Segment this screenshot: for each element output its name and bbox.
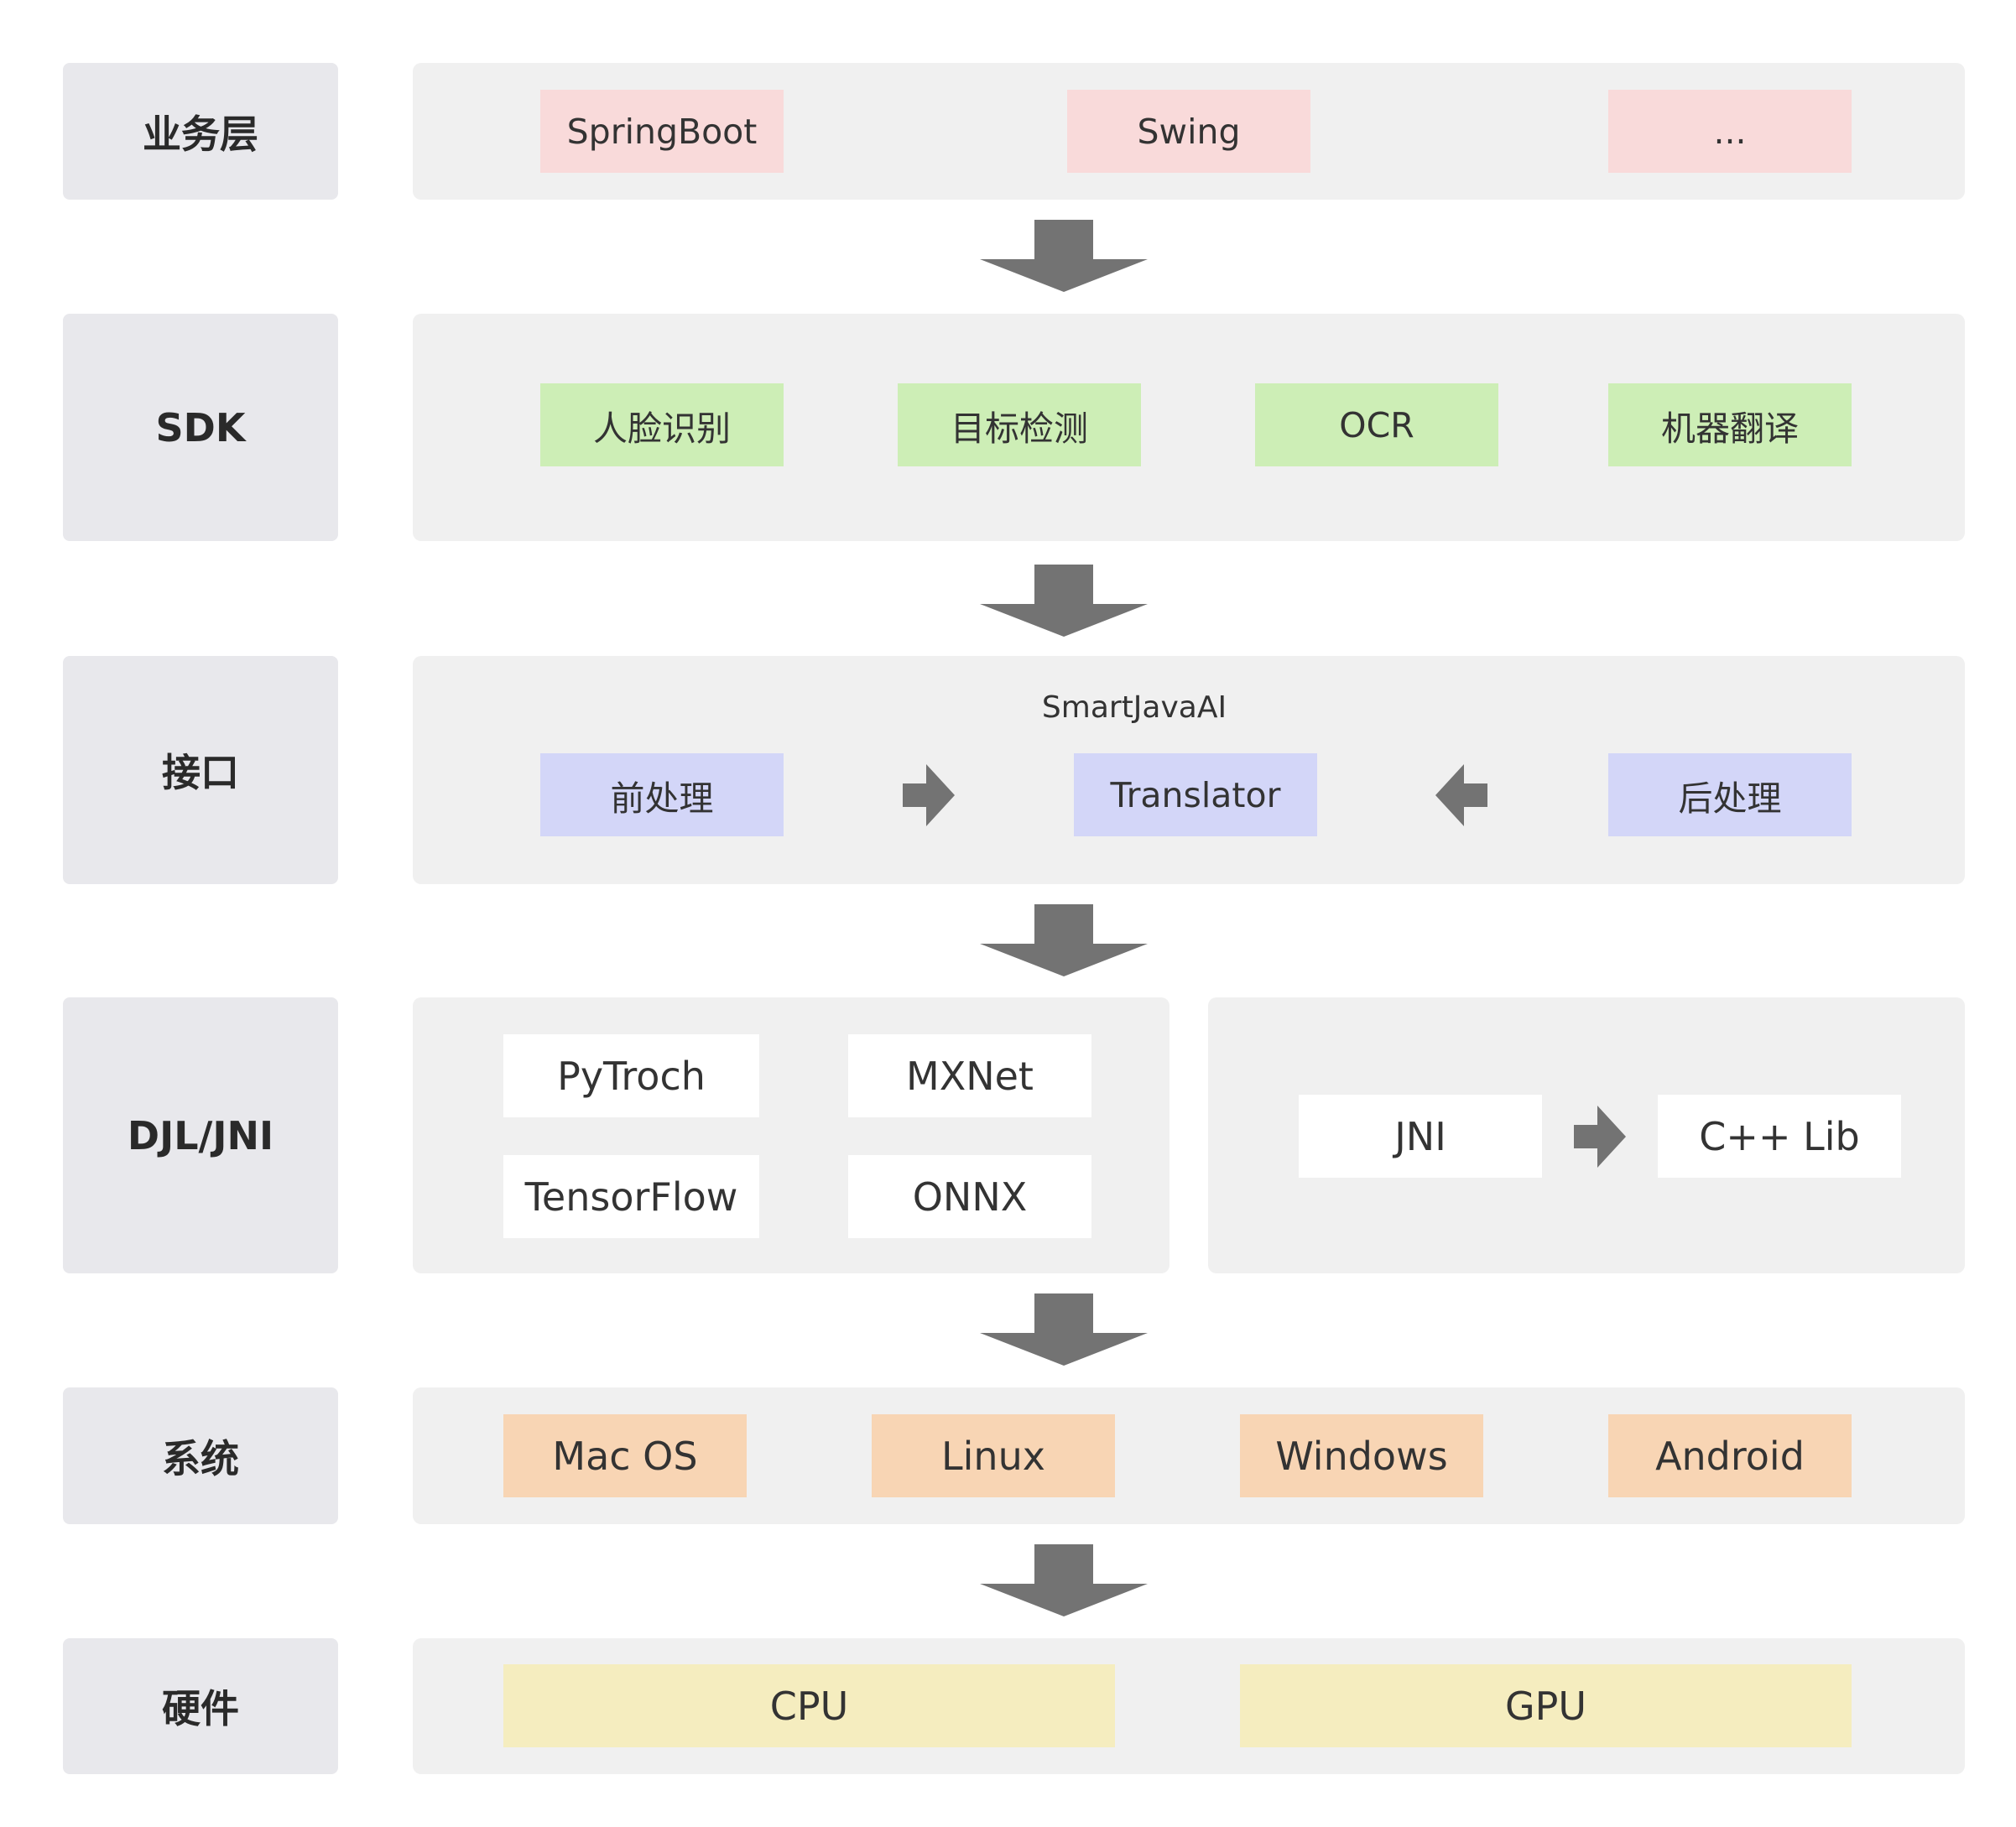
arrow-right-icon — [903, 764, 955, 826]
business-layer-panel: SpringBoot Swing ... — [413, 63, 1965, 200]
sdk-item-face-recognition: 人脸识别 — [540, 383, 784, 466]
layer-label-hardware: 硬件 — [63, 1638, 338, 1774]
interface-layer-panel: SmartJavaAI 前处理 Translator 后处理 — [413, 656, 1965, 884]
native-item-cpp-lib: C++ Lib — [1658, 1095, 1901, 1178]
system-item-windows: Windows — [1240, 1414, 1483, 1497]
business-item-springboot: SpringBoot — [540, 90, 784, 173]
layer-label-sdk: SDK — [63, 314, 338, 541]
engine-item-mxnet: MXNet — [848, 1034, 1091, 1117]
arrow-down-icon — [980, 220, 1148, 292]
interface-item-preprocess: 前处理 — [540, 753, 784, 836]
interface-caption: SmartJavaAI — [1041, 690, 1227, 725]
hardware-item-gpu: GPU — [1240, 1664, 1852, 1747]
sdk-item-object-detection: 目标检测 — [898, 383, 1141, 466]
system-item-macos: Mac OS — [503, 1414, 747, 1497]
arrow-down-icon — [980, 1544, 1148, 1616]
native-panel: JNI C++ Lib — [1208, 997, 1965, 1273]
system-item-linux: Linux — [872, 1414, 1115, 1497]
sdk-item-machine-translation: 机器翻译 — [1608, 383, 1852, 466]
business-item-more: ... — [1608, 90, 1852, 173]
arrow-down-icon — [980, 565, 1148, 637]
native-item-jni: JNI — [1299, 1095, 1542, 1178]
interface-item-postprocess: 后处理 — [1608, 753, 1852, 836]
arrow-down-icon — [980, 1293, 1148, 1366]
arrow-left-icon — [1435, 764, 1487, 826]
system-item-android: Android — [1608, 1414, 1852, 1497]
layer-label-interface: 接口 — [63, 656, 338, 884]
hardware-item-cpu: CPU — [503, 1664, 1115, 1747]
hardware-layer-panel: CPU GPU — [413, 1638, 1965, 1774]
system-layer-panel: Mac OS Linux Windows Android — [413, 1387, 1965, 1524]
arrow-down-icon — [980, 904, 1148, 976]
layer-label-business: 业务层 — [63, 63, 338, 200]
layer-label-djl-jni: DJL/JNI — [63, 997, 338, 1273]
engine-item-tensorflow: TensorFlow — [503, 1155, 759, 1238]
sdk-item-ocr: OCR — [1255, 383, 1498, 466]
engine-item-onnx: ONNX — [848, 1155, 1091, 1238]
engine-panel: PyTroch MXNet TensorFlow ONNX — [413, 997, 1169, 1273]
engine-item-pytroch: PyTroch — [503, 1034, 759, 1117]
interface-item-translator: Translator — [1074, 753, 1317, 836]
sdk-layer-panel: 人脸识别 目标检测 OCR 机器翻译 — [413, 314, 1965, 541]
layer-label-system: 系统 — [63, 1387, 338, 1524]
business-item-swing: Swing — [1067, 90, 1310, 173]
arrow-right-icon — [1574, 1106, 1626, 1168]
